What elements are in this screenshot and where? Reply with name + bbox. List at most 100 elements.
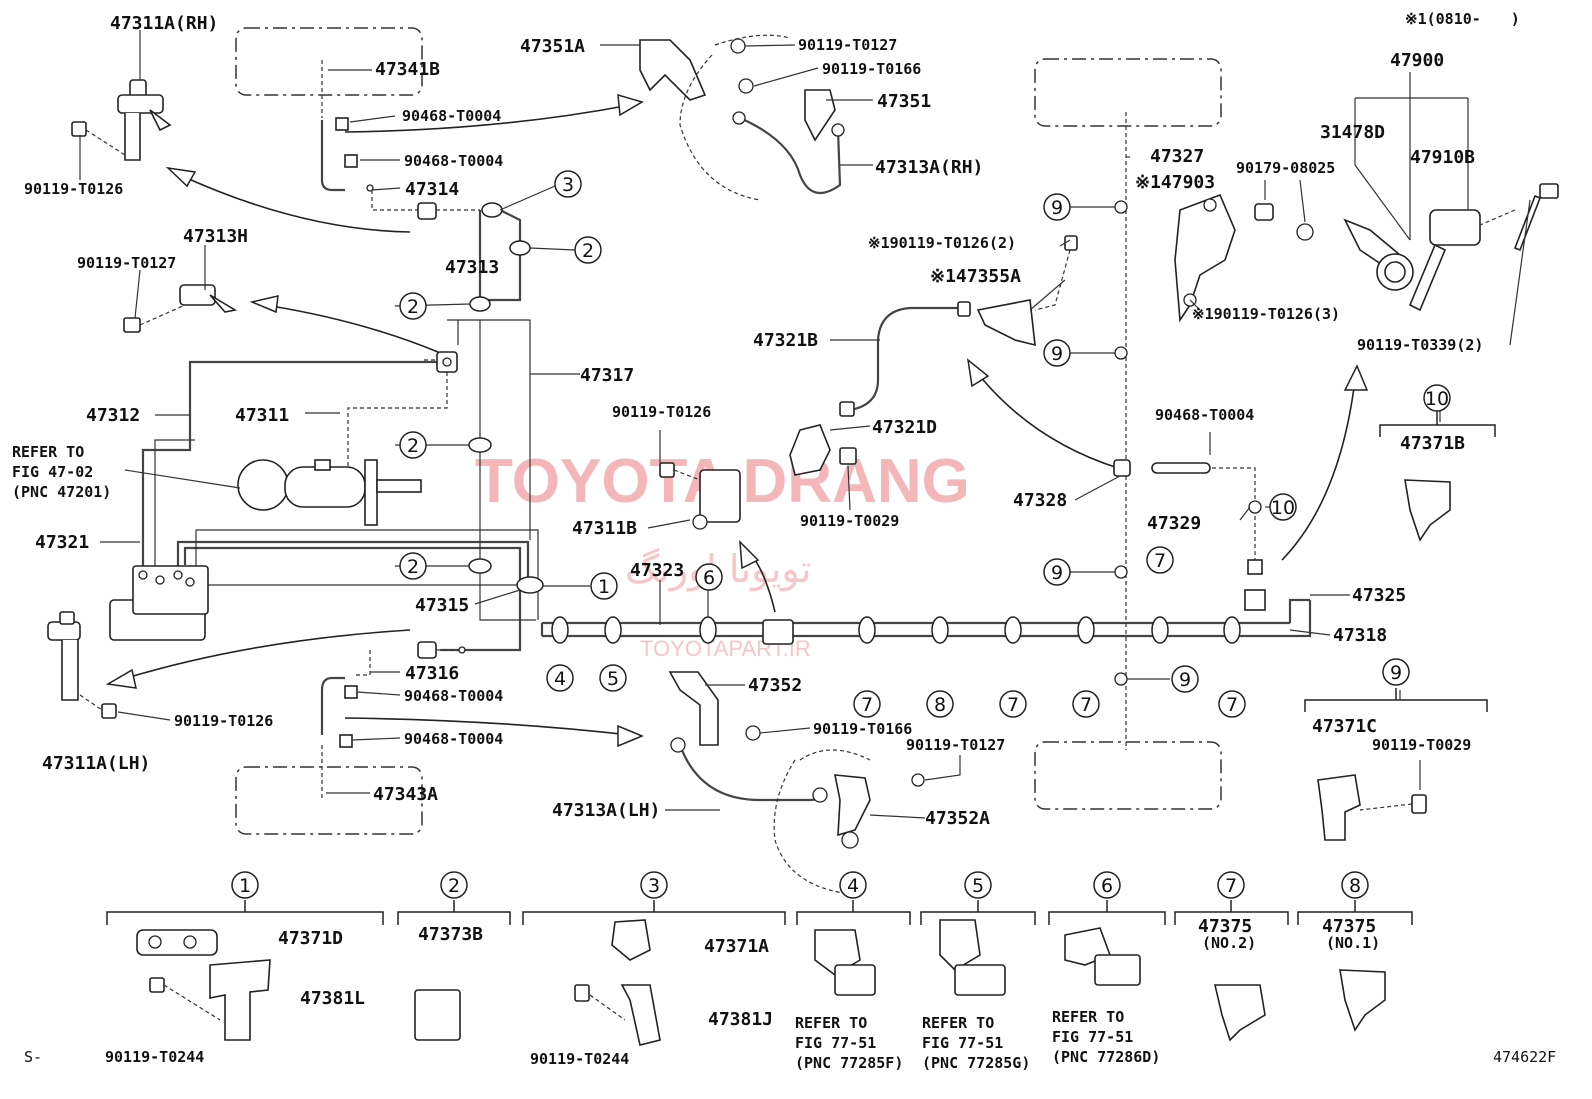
sensor-47311A-lh — [47, 611, 117, 719]
label-90119-T0126-3: ※190119-T0126(3) — [1192, 305, 1340, 323]
callout-7-legend-text: 7 — [1225, 875, 1237, 897]
callout-10-legend — [1423, 384, 1451, 412]
callout-9-legend — [1382, 658, 1410, 686]
legend-g6-fig: FIG 77-51 — [1052, 1028, 1133, 1046]
phantom-box-bottom-left — [235, 766, 423, 835]
callout-7-b — [999, 690, 1027, 718]
callout-9-a-text: 9 — [1051, 197, 1063, 219]
phantom-box-top-left — [235, 27, 423, 96]
label-47312: 47312 — [86, 405, 140, 426]
label-47313H: 47313H — [183, 226, 248, 247]
callout-7-c — [1072, 690, 1100, 718]
hose-clip-bottom — [320, 676, 358, 800]
label-47311A-lh: 47311A(LH) — [42, 753, 150, 774]
label-90179-08025: 90179-08025 — [1236, 159, 1335, 177]
callout-10-a-text: 10 — [1271, 497, 1295, 519]
plate-147903 — [1174, 193, 1274, 323]
callout-9-legend-text: 9 — [1390, 662, 1402, 684]
callout-3-legend — [640, 871, 668, 899]
label-47311A-rh: 47311A(RH) — [110, 13, 218, 34]
label-47343A: 47343A — [373, 784, 438, 805]
callout-2-b — [399, 292, 427, 320]
legend-g5-refer: REFER TO — [922, 1014, 994, 1032]
legend-47381L: 47381L — [300, 988, 365, 1009]
legend-g4-pnc: (PNC 77285F) — [795, 1054, 903, 1072]
callout-9-b — [1043, 339, 1071, 367]
label-47317: 47317 — [580, 365, 634, 386]
label-47352: 47352 — [748, 675, 802, 696]
legend-47373B: 47373B — [418, 924, 483, 945]
label-47371B: 47371B — [1400, 433, 1465, 454]
callout-1-legend-text: 1 — [239, 875, 251, 897]
callout-4-a — [546, 664, 574, 692]
callout-4-legend-text: 4 — [847, 875, 859, 897]
label-90119-T0126-b: 90119-T0126 — [174, 712, 273, 730]
legend-part-drawings — [136, 479, 1451, 1046]
hose-47329 — [1151, 462, 1266, 611]
label-refer1-c: (PNC 47201) — [12, 483, 111, 501]
label-90468-T0004-b: 90468-T0004 — [404, 152, 503, 170]
label-47352A: 47352A — [925, 808, 990, 829]
callout-7-c-text: 7 — [1080, 694, 1092, 716]
label-47910B: 47910B — [1410, 147, 1475, 168]
callout-2-legend-text: 2 — [448, 875, 460, 897]
callout-2-a — [574, 236, 602, 264]
label-90119-T0126-c: 90119-T0126 — [612, 403, 711, 421]
label-47314: 47314 — [405, 179, 459, 200]
label-31478D: 31478D — [1320, 122, 1385, 143]
callout-7-e-text: 7 — [1226, 694, 1238, 716]
callout-1-a-text: 1 — [598, 576, 610, 598]
label-47329: 47329 — [1147, 513, 1201, 534]
bracket-47352-group — [668, 671, 925, 896]
label-47321: 47321 — [35, 532, 89, 553]
label-refer1-a: REFER TO — [12, 443, 84, 461]
callout-6-legend — [1093, 871, 1121, 899]
callout-2-c — [399, 431, 427, 459]
callout-10-legend-text: 10 — [1425, 388, 1449, 410]
fitting-47314 — [366, 184, 480, 220]
callout-2-b-text: 2 — [407, 296, 419, 318]
hose-47321B — [839, 301, 971, 417]
label-90119-T0126-2: ※190119-T0126(2) — [868, 234, 1016, 252]
label-47313A-rh: 47313A(RH) — [875, 157, 983, 178]
footer-left-code: S- — [24, 1048, 42, 1066]
label-147903: ※147903 — [1135, 172, 1215, 193]
label-47900: 47900 — [1390, 50, 1444, 71]
callout-9-c-text: 9 — [1051, 562, 1063, 584]
callout-5-legend-text: 5 — [972, 875, 984, 897]
callout-8-legend-text: 8 — [1349, 875, 1361, 897]
callout-2-d-text: 2 — [407, 556, 419, 578]
fitting-47311 — [424, 351, 458, 373]
callout-6-a — [695, 563, 723, 591]
header-note: ※1(0810- ) — [1405, 10, 1520, 28]
label-47323: 47323 — [630, 560, 684, 581]
label-90119-T0029-a: 90119-T0029 — [800, 512, 899, 530]
callout-7-b-text: 7 — [1007, 694, 1019, 716]
callout-1-a — [590, 572, 618, 600]
callout-7-legend — [1217, 871, 1245, 899]
callout-7-d — [1146, 546, 1174, 574]
bolt-90119-T0126-rh — [71, 121, 126, 156]
label-90119-T0166-a: 90119-T0166 — [822, 60, 921, 78]
label-90119-T0126-a: 90119-T0126 — [24, 180, 123, 198]
callout-8-a-text: 8 — [934, 694, 946, 716]
callout-9-b-text: 9 — [1051, 343, 1063, 365]
callout-5-legend — [964, 871, 992, 899]
label-90119-T0127-a: 90119-T0127 — [798, 36, 897, 54]
legend-g4-fig: FIG 77-51 — [795, 1034, 876, 1052]
callout-1-legend — [231, 871, 259, 899]
label-47321B: 47321B — [753, 330, 818, 351]
callout-4-legend — [839, 871, 867, 899]
callout-4-a-text: 4 — [554, 668, 566, 690]
label-47327: 47327 — [1150, 146, 1204, 167]
label-47315: 47315 — [415, 595, 469, 616]
callout-5-a — [599, 664, 627, 692]
phantom-box-top-right — [1034, 58, 1222, 127]
label-90468-T0004-e: 90468-T0004 — [1155, 406, 1254, 424]
sensor-47313H — [123, 284, 238, 333]
phantom-box-bottom-right — [1034, 741, 1222, 810]
legend-g7-part: 47375 — [1198, 916, 1252, 937]
bracket-47311B — [659, 462, 741, 530]
callout-5-a-text: 5 — [607, 668, 619, 690]
